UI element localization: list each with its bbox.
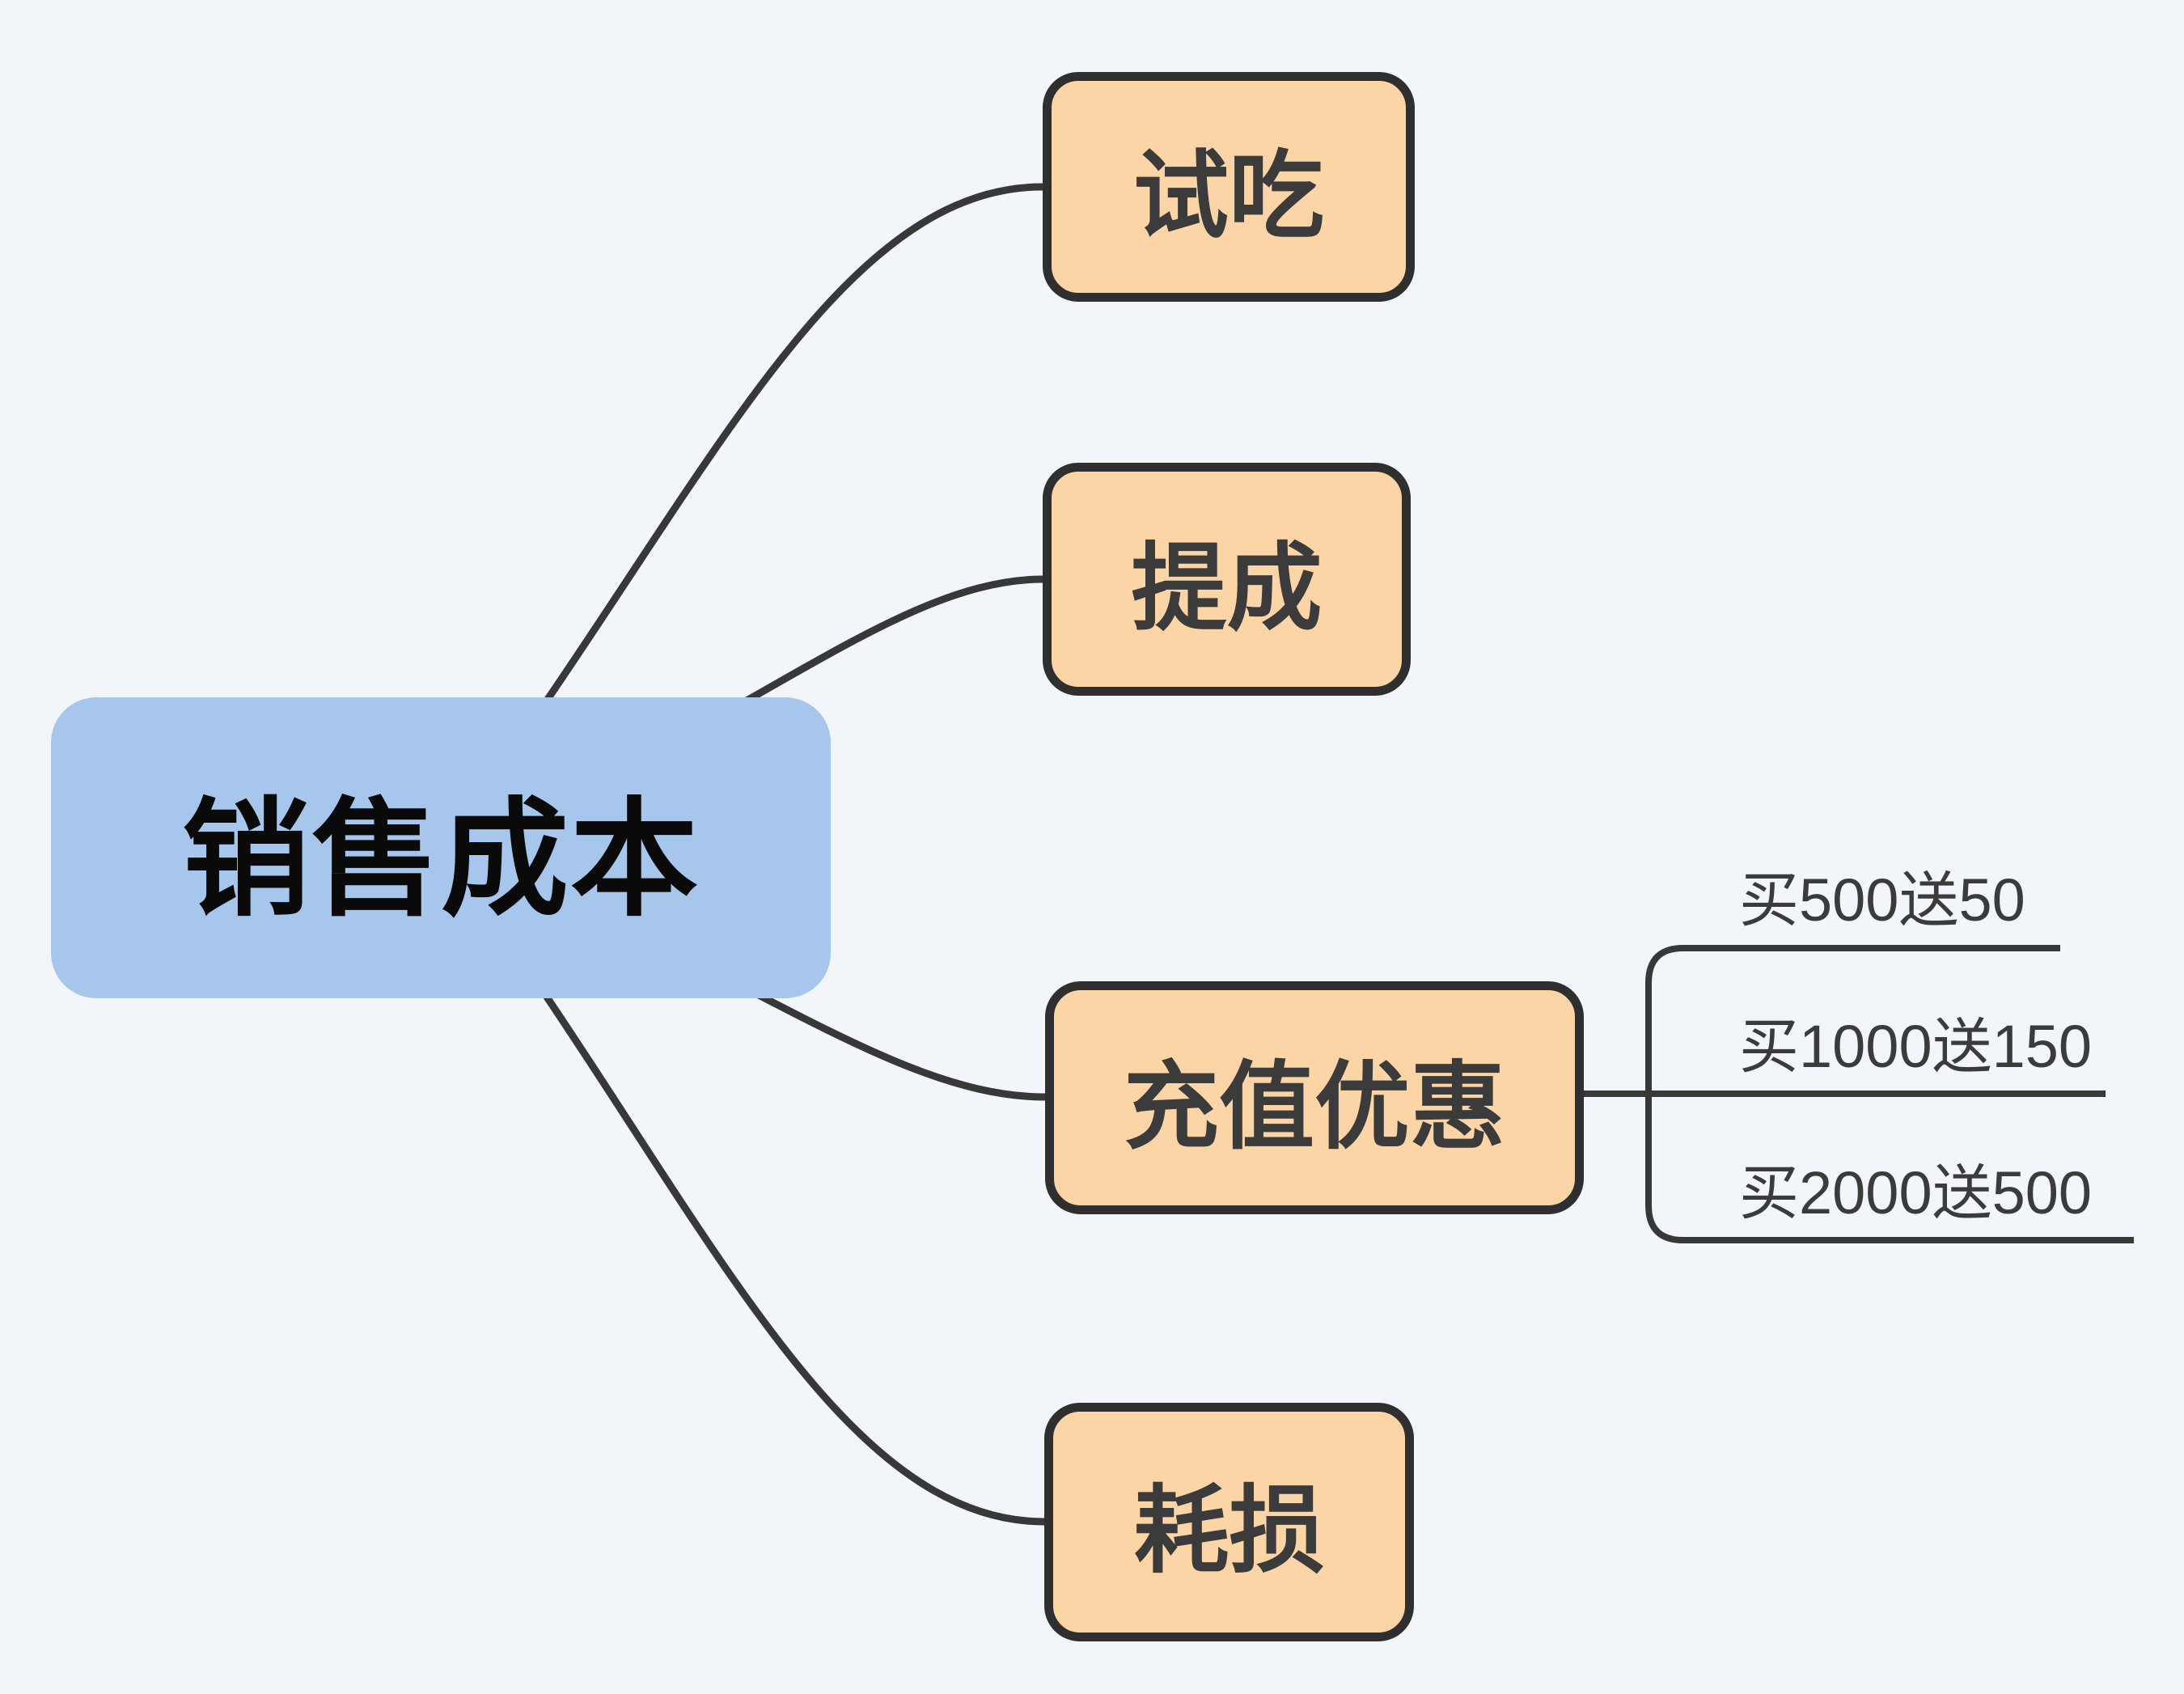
leaf-topic-label: 买500送50 [1739,866,2025,934]
branch-topic-wastage[interactable]: 耗损 [1044,1403,1414,1641]
branch-topic-label: 试吃 [1132,142,1324,250]
root-topic-label: 销售成本 [182,788,700,931]
leaf-topic-buy2000-get500[interactable]: 买2000送500 [1739,1154,2092,1231]
branch-topic-label: 提成 [1131,535,1323,642]
branch-topic-label: 充值优惠 [1123,1053,1505,1161]
branch-topic-commission[interactable]: 提成 [1043,463,1411,696]
leaf-topic-buy1000-get150[interactable]: 买1000送150 [1739,1007,2092,1085]
branch-topic-recharge-discount[interactable]: 充值优惠 [1045,981,1584,1214]
leaf-topic-label: 买1000送150 [1739,1013,2093,1080]
leaf-topic-buy500-get50[interactable]: 买500送50 [1739,861,2025,938]
leaf-topic-label: 买2000送500 [1739,1159,2093,1226]
root-topic-sales-cost[interactable]: 销售成本 [51,697,831,998]
branch-topic-label: 耗损 [1133,1478,1325,1585]
branch-topic-tastetest[interactable]: 试吃 [1043,72,1415,302]
